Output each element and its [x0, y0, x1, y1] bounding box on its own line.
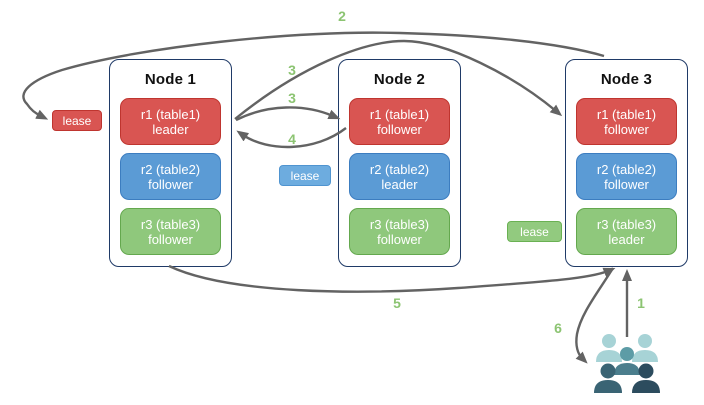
lease-badge-r3: lease — [507, 221, 562, 242]
replica-name: r1 (table1) — [369, 106, 430, 122]
step-number-3-replicate-node2: 3 — [288, 90, 296, 106]
person-back-right — [632, 334, 658, 362]
arrow-step-6-respond-to-client — [575, 267, 615, 364]
replica-role: follower — [148, 176, 193, 192]
step-number-6: 6 — [554, 320, 562, 336]
arrow-step-3-replicate-to-node2 — [235, 106, 341, 122]
step-number-4: 4 — [288, 131, 296, 147]
replica-role: leader — [152, 121, 189, 137]
node-2-box: Node 2 r1 (table1) follower r2 (table2) … — [338, 59, 461, 267]
node-2-replica-r1-follower: r1 (table1) follower — [349, 98, 450, 145]
replica-name: r2 (table2) — [140, 161, 201, 177]
replica-name: r3 (table3) — [369, 216, 430, 232]
replica-name: r1 (table1) — [140, 106, 201, 122]
node-1-replica-r2-follower: r2 (table2) follower — [120, 153, 221, 200]
replica-role: follower — [377, 231, 422, 247]
replica-role: follower — [604, 121, 649, 137]
arrow-step-5-respond-to-gateway — [168, 264, 616, 293]
replica-role: follower — [604, 176, 649, 192]
step-number-3-replicate-node3: 3 — [288, 62, 296, 78]
node-1-title: Node 1 — [144, 71, 197, 88]
node-2-title: Node 2 — [373, 71, 426, 88]
person-front-left — [594, 363, 622, 393]
lease-badge-r2: lease — [279, 165, 331, 186]
node-3-replica-r1-follower: r1 (table1) follower — [576, 98, 677, 145]
person-front-right — [632, 363, 660, 393]
replica-role: follower — [148, 231, 193, 247]
node-3-title: Node 3 — [600, 71, 653, 88]
step-number-1: 1 — [637, 295, 645, 311]
node-2-replica-r2-leader: r2 (table2) leader — [349, 153, 450, 200]
replica-name: r3 (table3) — [140, 216, 201, 232]
node-3-box: Node 3 r1 (table1) follower r2 (table2) … — [565, 59, 688, 267]
step-number-2: 2 — [338, 8, 346, 24]
replica-role: follower — [377, 121, 422, 137]
replica-name: r3 (table3) — [596, 216, 657, 232]
node-3-replica-r2-follower: r2 (table2) follower — [576, 153, 677, 200]
node-1-replica-r3-follower: r3 (table3) follower — [120, 208, 221, 255]
node-1-replica-r1-leader: r1 (table1) leader — [120, 98, 221, 145]
person-middle — [614, 347, 640, 375]
replica-name: r2 (table2) — [369, 161, 430, 177]
replica-name: r1 (table1) — [596, 106, 657, 122]
node-3-replica-r3-leader: r3 (table3) leader — [576, 208, 677, 255]
node-2-replica-r3-follower: r3 (table3) follower — [349, 208, 450, 255]
node-1-box: Node 1 r1 (table1) leader r2 (table2) fo… — [109, 59, 232, 267]
users-group-icon — [594, 334, 660, 393]
replica-role: leader — [381, 176, 418, 192]
step-number-5: 5 — [393, 295, 401, 311]
replica-name: r2 (table2) — [596, 161, 657, 177]
person-back-left — [596, 334, 622, 362]
replica-role: leader — [608, 231, 645, 247]
lease-badge-r1: lease — [52, 110, 102, 131]
